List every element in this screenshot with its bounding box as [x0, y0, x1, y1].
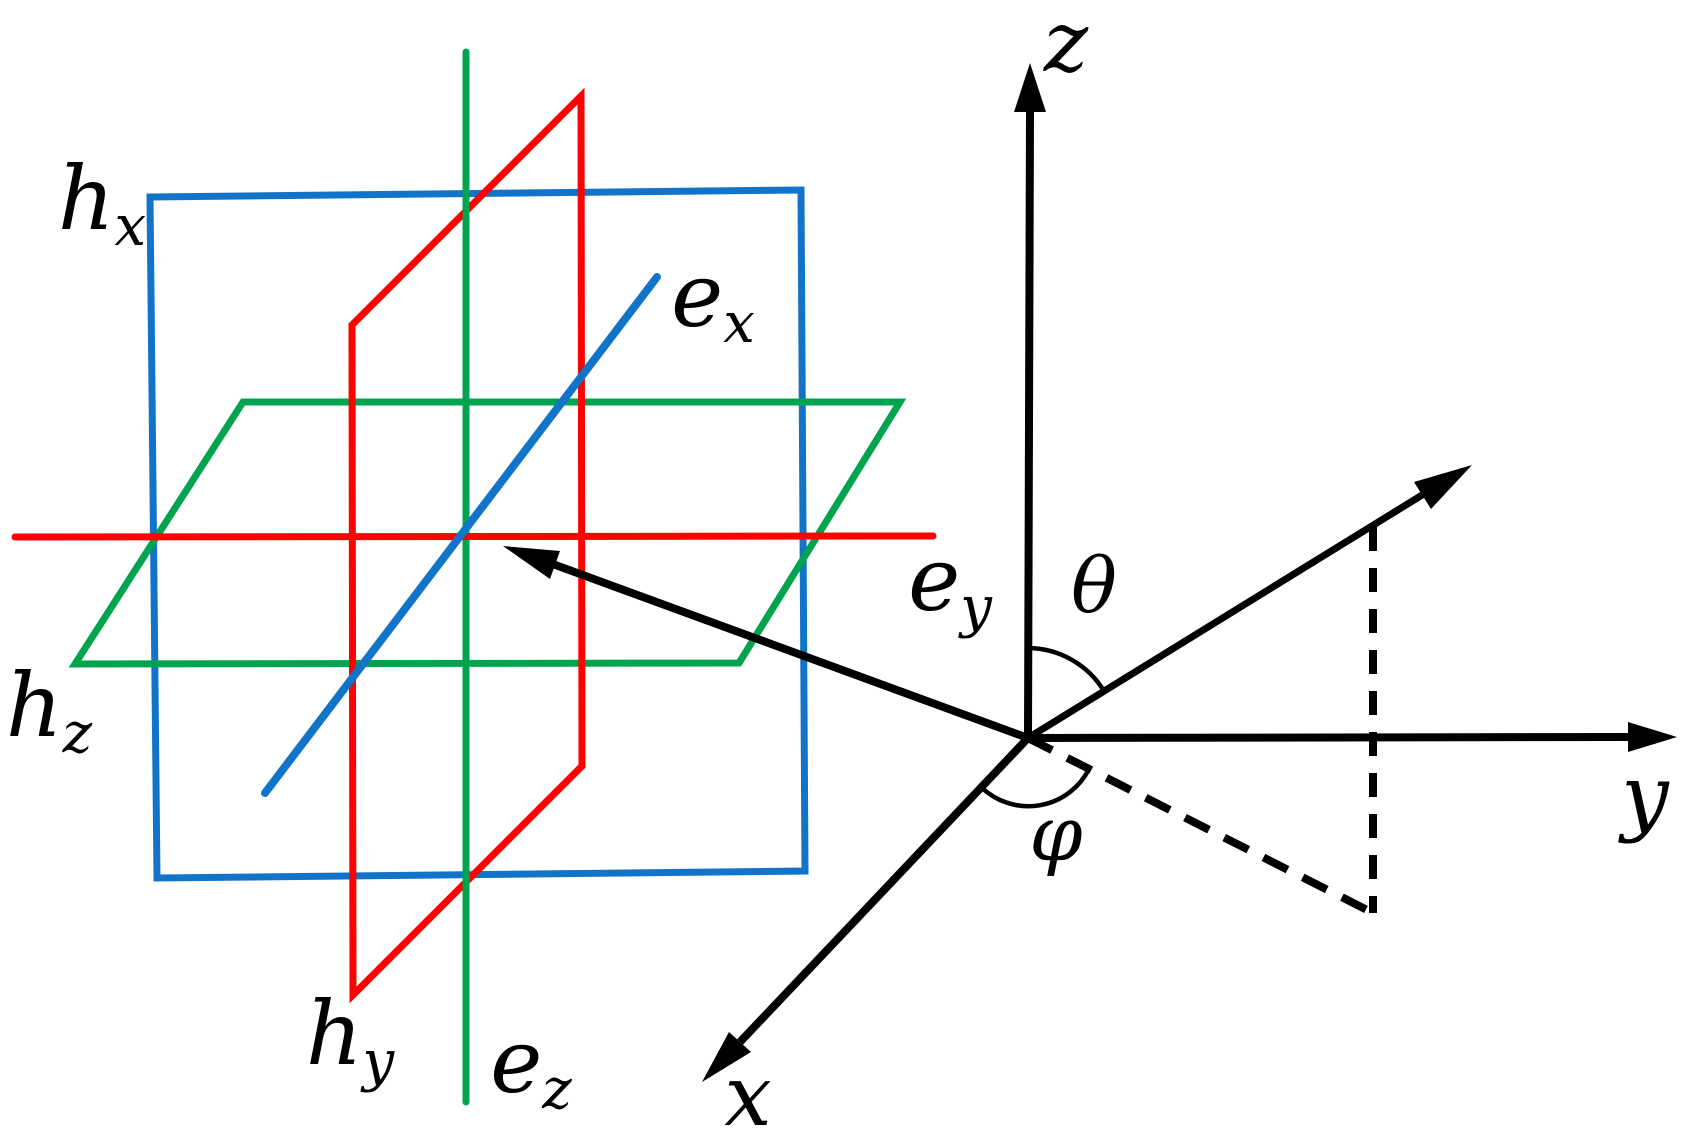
hy-plane-outline [348, 87, 586, 1004]
label-theta-angle: θ [1071, 541, 1117, 630]
theta-angle-arc [1027, 645, 1106, 693]
label-ex: ex [671, 244, 755, 356]
cell-pointer-arrowhead [503, 546, 560, 579]
phi-angle-arc [979, 767, 1092, 809]
ex-line [261, 273, 661, 797]
y-axis-line [1027, 733, 1633, 742]
label-y-axis: y [1621, 747, 1669, 845]
direction-vector-line [1026, 489, 1429, 741]
cell-pointer-line [548, 559, 1030, 742]
label-phi-angle: φ [1029, 789, 1083, 878]
z-axis-line [1024, 109, 1034, 739]
label-ez: ez [490, 1010, 572, 1122]
hz-plane-outline [68, 398, 907, 668]
xy-projection-dashed-line [1026, 734, 1375, 917]
label-hz: hz [5, 654, 93, 766]
direction-vector-arrowhead [1414, 465, 1472, 509]
y-axis-arrowhead [1628, 722, 1677, 752]
x-axis-arrowhead [702, 1032, 751, 1082]
label-hy: hy [305, 982, 395, 1094]
label-hx: hx [57, 147, 147, 259]
z-axis-arrowhead [1014, 63, 1046, 112]
ey-line [11, 532, 937, 541]
label-z-axis: z [1043, 0, 1089, 91]
label-ey: ey [908, 528, 992, 640]
label-x-axis: x [724, 1047, 772, 1138]
x-axis-line [737, 735, 1031, 1045]
